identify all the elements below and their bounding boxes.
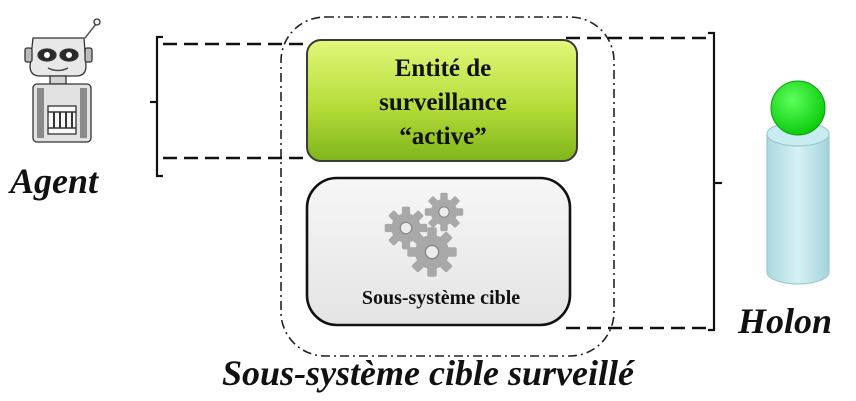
target-subsystem-label: Sous-système cible [361, 287, 521, 309]
agent-label: Agent [10, 161, 99, 201]
monitored-subsystem-boundary [280, 16, 615, 357]
holon-icon [766, 80, 830, 285]
robot-icon [24, 18, 101, 143]
surveillance-entity-label: Entité de surveillance “active” [310, 52, 576, 154]
holon-dashed-connectors [566, 36, 710, 330]
surveillance-entity-line-2: surveillance [379, 89, 507, 116]
agent-dashed-connectors [163, 42, 307, 160]
surveillance-entity-line-1: Entité de [394, 55, 492, 82]
diagram-caption: Sous-système cible surveillé [222, 353, 634, 393]
surveillance-entity-line-3: “active” [399, 123, 487, 150]
holon-label: Holon [738, 301, 833, 341]
agent-bracket [150, 35, 163, 178]
holon-bracket [708, 31, 722, 332]
surveillance-entity-box [306, 39, 578, 162]
